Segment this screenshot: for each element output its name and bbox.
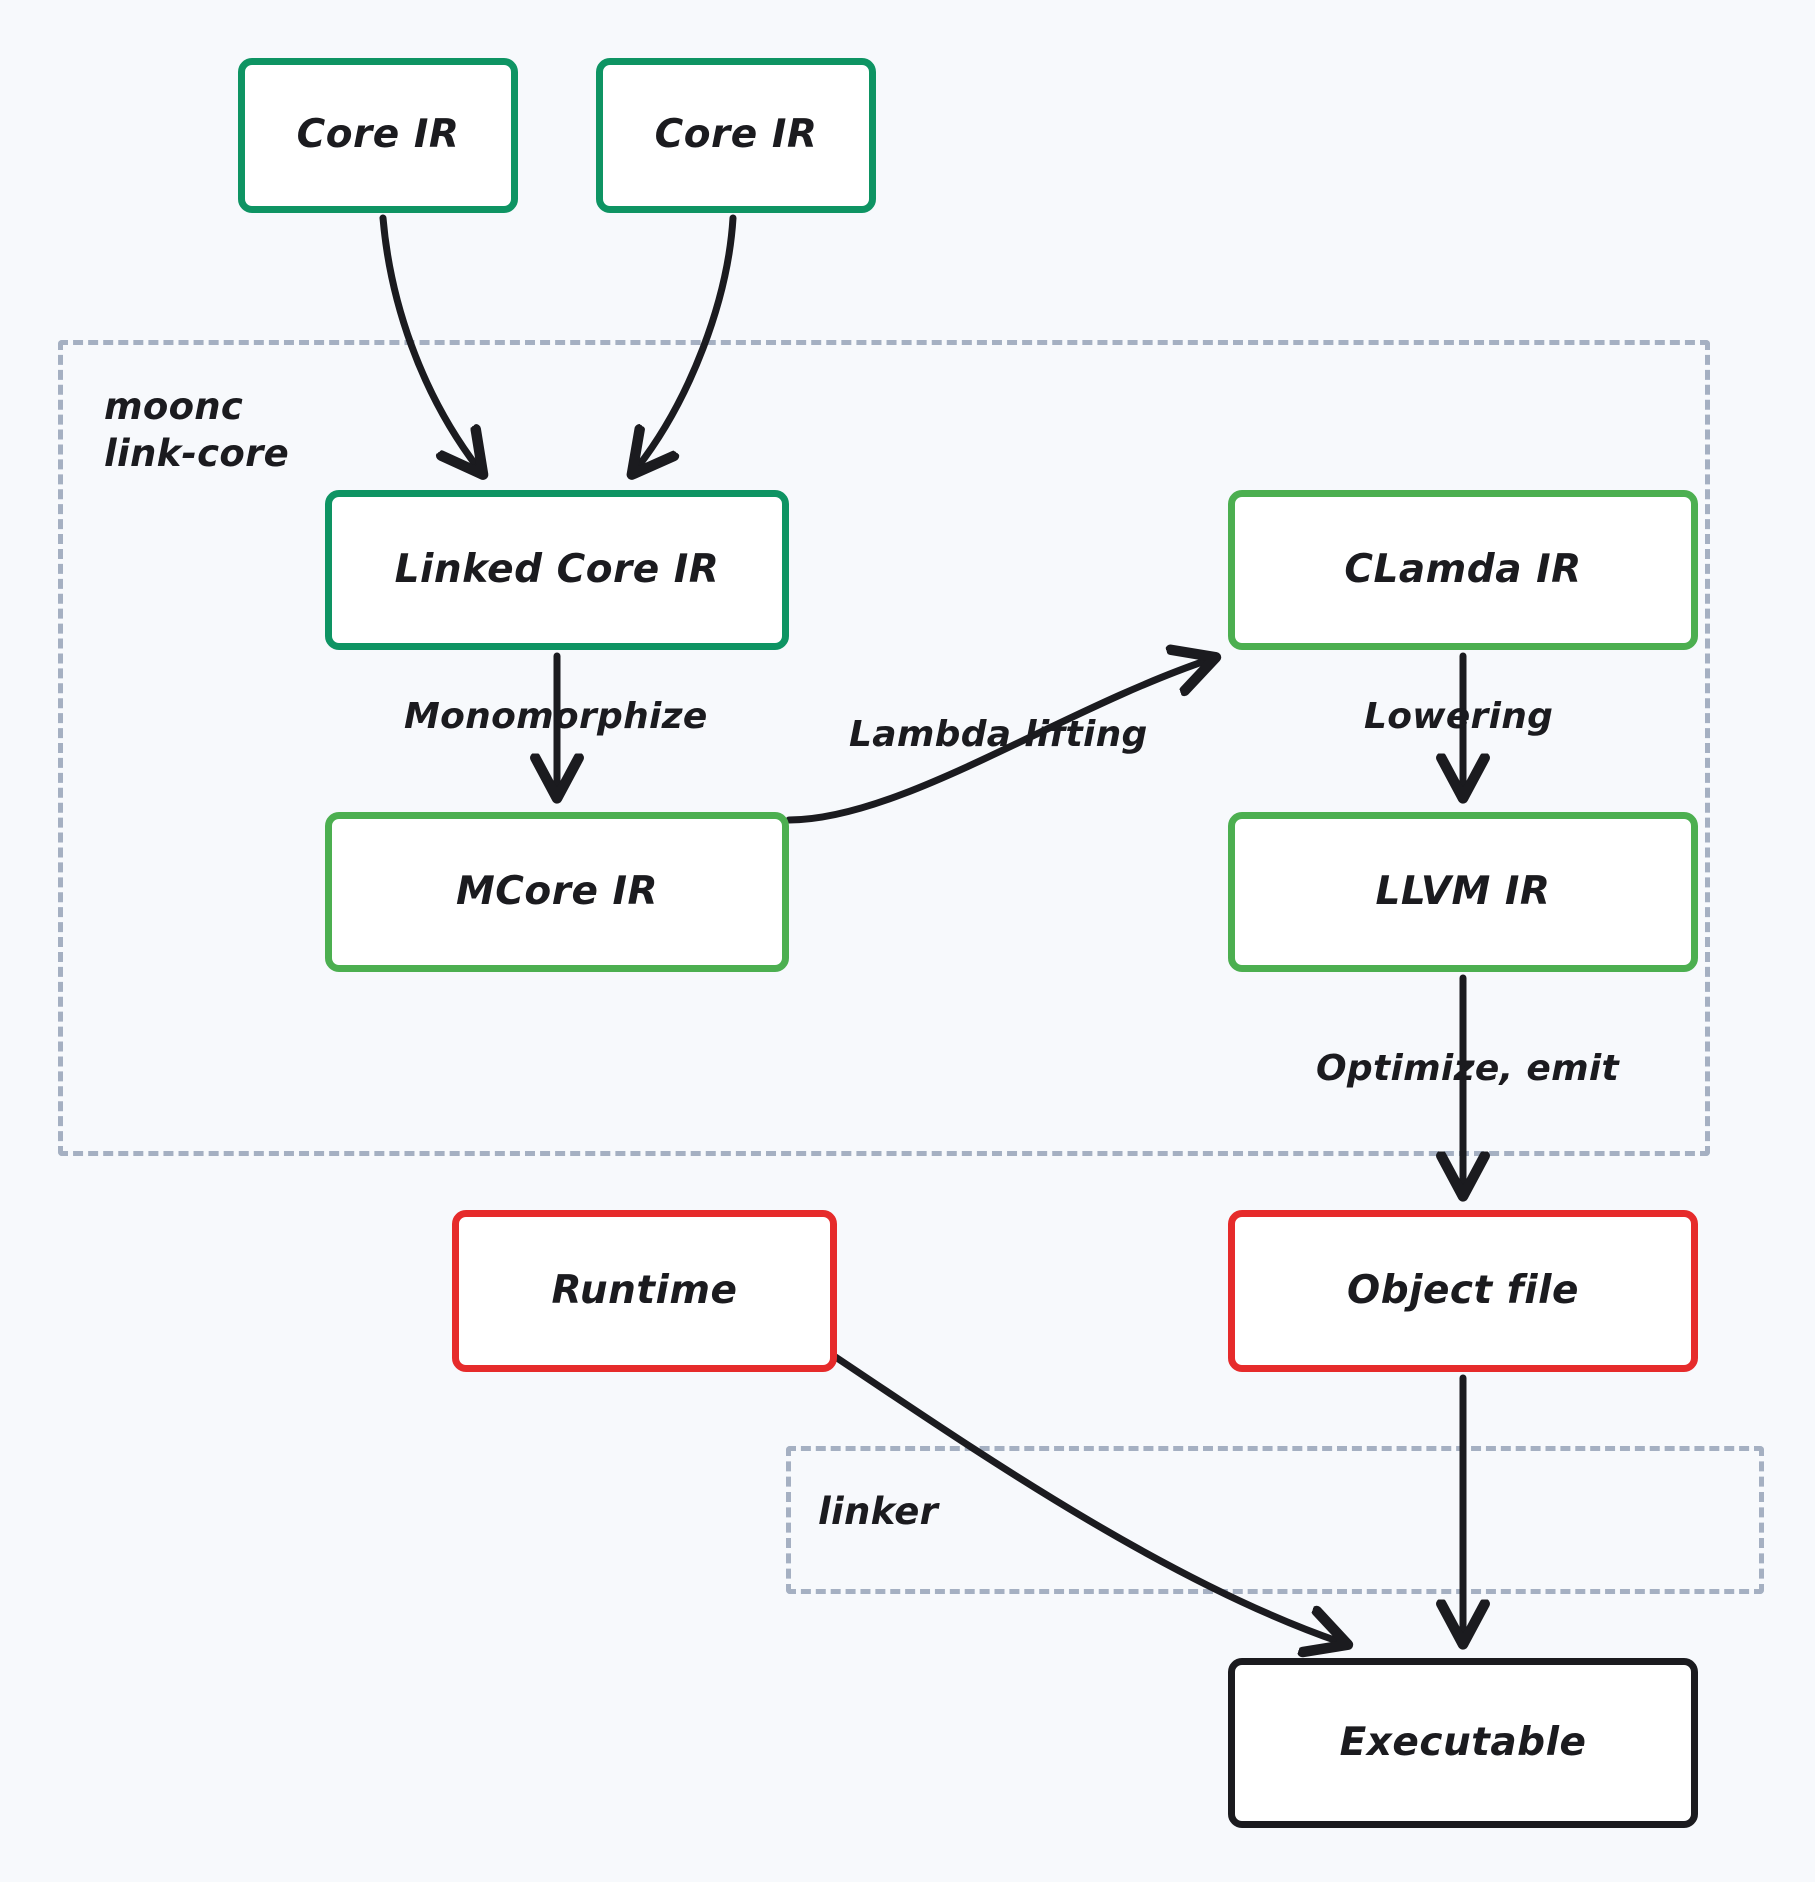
group-linker: [786, 1446, 1764, 1594]
edge-mcore-ir-to-clamda-ir: [785, 660, 1208, 824]
node-label: MCore IR: [455, 868, 659, 914]
node-label: Executable: [1339, 1719, 1587, 1765]
node-runtime[interactable]: Runtime: [452, 1210, 837, 1372]
node-object-file[interactable]: Object file: [1228, 1210, 1698, 1372]
group-linker-label: linker: [818, 1490, 939, 1533]
node-label: Object file: [1347, 1267, 1579, 1313]
node-label: LLVM IR: [1375, 868, 1551, 914]
node-llvm-ir[interactable]: LLVM IR: [1228, 812, 1698, 972]
node-mcore-ir[interactable]: MCore IR: [325, 812, 789, 972]
node-executable[interactable]: Executable: [1228, 1658, 1698, 1828]
node-core-ir-1[interactable]: Core IR: [238, 58, 518, 213]
node-clamda-ir[interactable]: CLamda IR: [1228, 490, 1698, 650]
node-label: CLamda IR: [1344, 546, 1582, 592]
node-label: Core IR: [654, 112, 818, 158]
edge-label-lambda-lifting: Lambda lifting: [849, 714, 1148, 755]
edge-label-optimize-emit: Optimize, emit: [1316, 1048, 1620, 1089]
group-moonc-link-core-label: moonc link-core: [104, 385, 290, 476]
node-label: Linked Core IR: [394, 546, 720, 592]
group-moonc-link-core: [58, 340, 1710, 1156]
node-label: Runtime: [551, 1267, 738, 1313]
edge-core-ir-1-to-linked-core-ir: [379, 214, 478, 468]
node-core-ir-2[interactable]: Core IR: [596, 58, 876, 213]
edge-label-lowering: Lowering: [1364, 696, 1554, 737]
node-linked-core-ir[interactable]: Linked Core IR: [325, 490, 789, 650]
node-label: Core IR: [296, 112, 460, 158]
edge-core-ir-2-to-linked-core-ir: [637, 214, 737, 468]
edge-label-monomorphize: Monomorphize: [404, 696, 708, 737]
edge-runtime-to-executable: [824, 1348, 1340, 1642]
